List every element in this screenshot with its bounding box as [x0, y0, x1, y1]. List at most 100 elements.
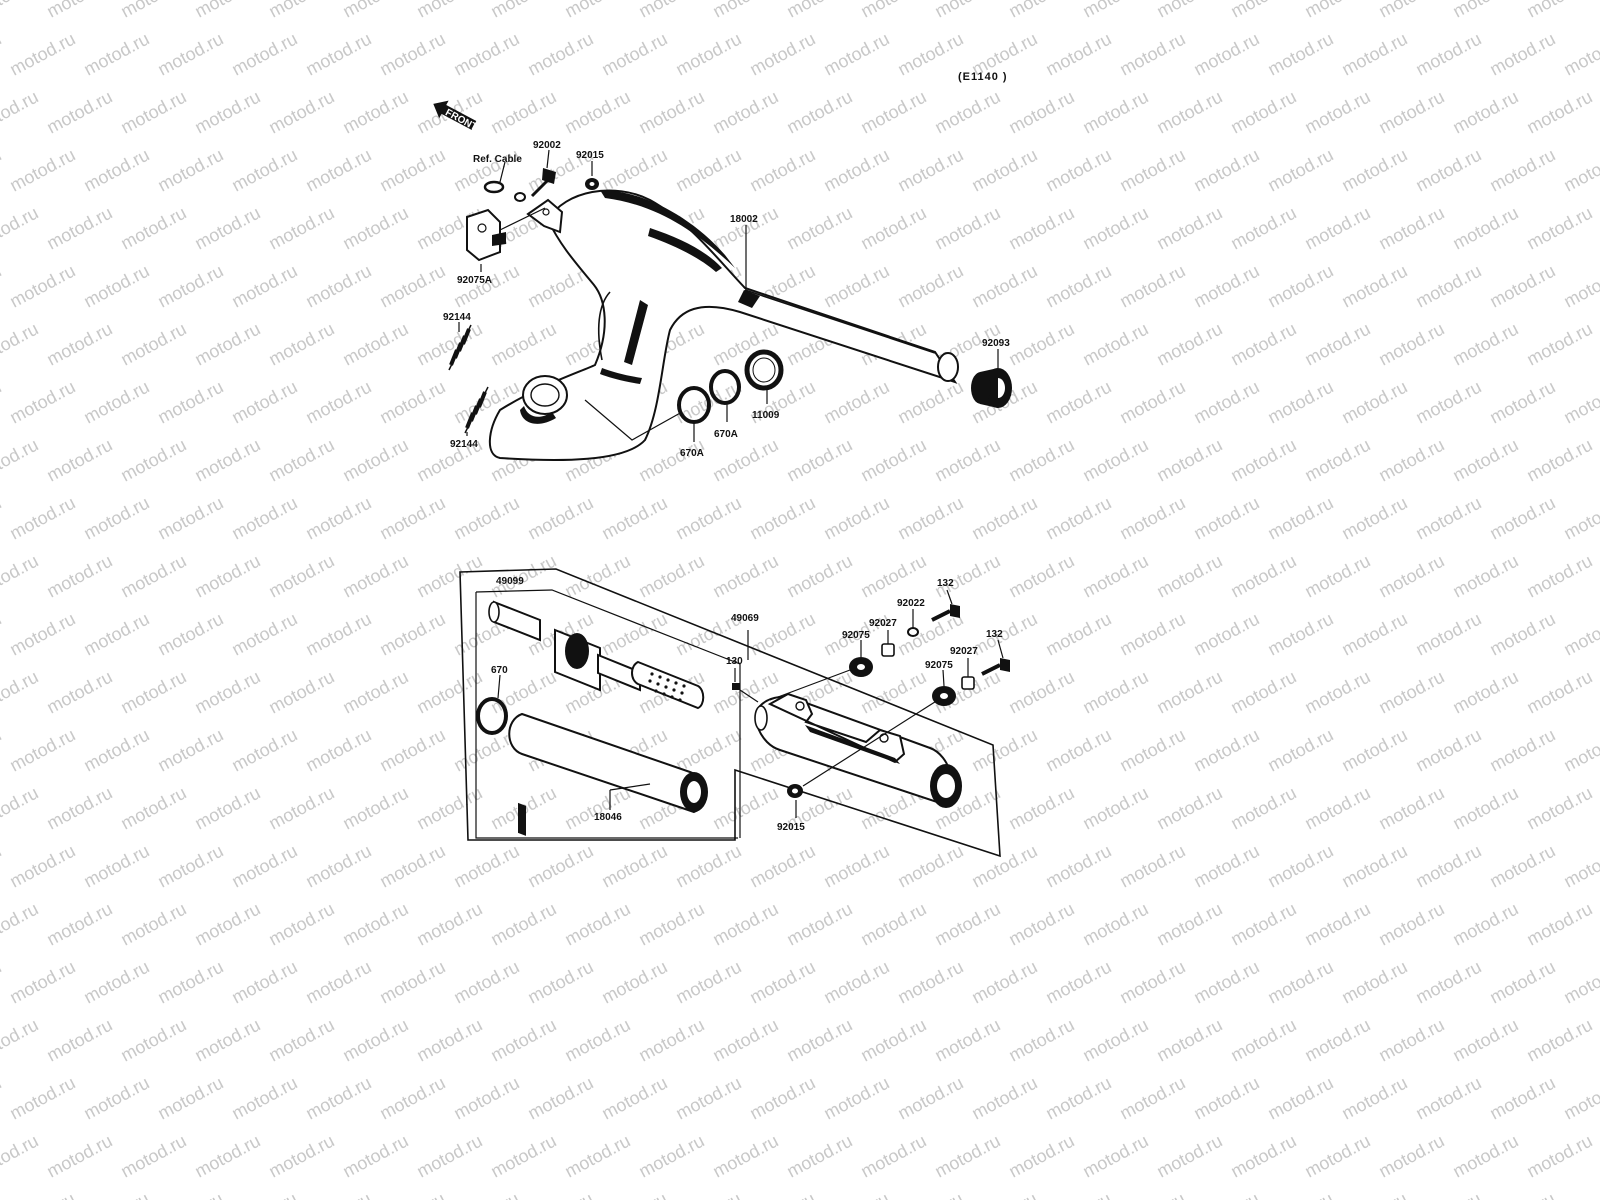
watermark-text: motod.ru: [1338, 377, 1410, 428]
watermark-text: motod.ru: [709, 551, 781, 602]
watermark-text: motod.ru: [450, 841, 522, 892]
watermark-text: motod.ru: [0, 1189, 5, 1200]
watermark-text: motod.ru: [154, 493, 226, 544]
watermark-text: motod.ru: [1264, 725, 1336, 776]
watermark-text: motod.ru: [894, 1073, 966, 1124]
watermark-text: motod.ru: [1042, 493, 1114, 544]
watermark-text: motod.ru: [1301, 87, 1373, 138]
watermark-text: motod.ru: [1560, 493, 1600, 544]
watermark-text: motod.ru: [154, 841, 226, 892]
watermark-text: motod.ru: [0, 319, 42, 370]
watermark-text: motod.ru: [191, 0, 263, 22]
watermark-text: motod.ru: [1486, 493, 1558, 544]
watermark-text: motod.ru: [894, 145, 966, 196]
watermark-text: motod.ru: [1227, 1015, 1299, 1066]
watermark-text: motod.ru: [1338, 145, 1410, 196]
watermark-text: motod.ru: [1449, 0, 1521, 22]
watermark-text: motod.ru: [117, 667, 189, 718]
watermark-text: motod.ru: [783, 435, 855, 486]
watermark-text: motod.ru: [228, 377, 300, 428]
watermark-text: motod.ru: [1301, 551, 1373, 602]
watermark-text: motod.ru: [1190, 1189, 1262, 1200]
watermark-text: motod.ru: [1523, 1131, 1595, 1182]
watermark-text: motod.ru: [43, 319, 115, 370]
watermark-text: motod.ru: [1375, 319, 1447, 370]
watermark-text: motod.ru: [117, 1015, 189, 1066]
watermark-text: motod.ru: [376, 725, 448, 776]
watermark-text: motod.ru: [1375, 551, 1447, 602]
watermark-text: motod.ru: [783, 1015, 855, 1066]
watermark-text: motod.ru: [339, 203, 411, 254]
watermark-text: motod.ru: [154, 1189, 226, 1200]
watermark-text: motod.ru: [1116, 29, 1188, 80]
watermark-text: motod.ru: [413, 0, 485, 22]
watermark-text: motod.ru: [968, 1189, 1040, 1200]
watermark-text: motod.ru: [1116, 841, 1188, 892]
watermark-text: motod.ru: [857, 435, 929, 486]
watermark-text: motod.ru: [1042, 29, 1114, 80]
watermark-text: motod.ru: [0, 29, 5, 80]
watermark-text: motod.ru: [1227, 0, 1299, 22]
watermark-text: motod.ru: [1116, 261, 1188, 312]
watermark-text: motod.ru: [1227, 783, 1299, 834]
watermark-text: motod.ru: [1449, 1131, 1521, 1182]
watermark-text: motod.ru: [450, 1073, 522, 1124]
watermark-text: motod.ru: [191, 435, 263, 486]
watermark-text: motod.ru: [339, 551, 411, 602]
watermark-text: motod.ru: [1486, 261, 1558, 312]
watermark-text: motod.ru: [598, 841, 670, 892]
watermark-text: motod.ru: [43, 899, 115, 950]
watermark-text: motod.ru: [1116, 957, 1188, 1008]
watermark-text: motod.ru: [1190, 377, 1262, 428]
watermark-text: motod.ru: [968, 957, 1040, 1008]
plug-130: [732, 683, 759, 703]
watermark-text: motod.ru: [1412, 261, 1484, 312]
watermark-text: motod.ru: [931, 435, 1003, 486]
watermark-text: motod.ru: [0, 899, 42, 950]
watermark-text: motod.ru: [820, 145, 892, 196]
watermark-text: motod.ru: [302, 145, 374, 196]
watermark-text: motod.ru: [1375, 1131, 1447, 1182]
watermark-text: motod.ru: [968, 609, 1040, 660]
watermark-text: motod.ru: [857, 203, 929, 254]
watermark-text: motod.ru: [487, 1131, 559, 1182]
watermark-text: motod.ru: [1227, 667, 1299, 718]
watermark-text: motod.ru: [1153, 1131, 1225, 1182]
watermark-text: motod.ru: [1449, 319, 1521, 370]
watermark-text: motod.ru: [450, 493, 522, 544]
watermark-text: motod.ru: [1560, 145, 1600, 196]
watermark-text: motod.ru: [1523, 87, 1595, 138]
silencer-body-49069: [754, 692, 962, 808]
watermark-text: motod.ru: [1079, 319, 1151, 370]
watermark-text: motod.ru: [1079, 899, 1151, 950]
watermark-text: motod.ru: [0, 841, 5, 892]
watermark-text: motod.ru: [1005, 203, 1077, 254]
watermark-text: motod.ru: [1449, 783, 1521, 834]
watermark-text: motod.ru: [265, 435, 337, 486]
watermark-text: motod.ru: [265, 1015, 337, 1066]
watermark-text: motod.ru: [1523, 319, 1595, 370]
watermark-text: motod.ru: [1005, 1131, 1077, 1182]
watermark-text: motod.ru: [265, 0, 337, 22]
watermark-text: motod.ru: [783, 899, 855, 950]
watermark-text: motod.ru: [1412, 1073, 1484, 1124]
part-label-49099: 49099: [496, 576, 524, 587]
watermark-text: motod.ru: [80, 1073, 152, 1124]
watermark-text: motod.ru: [1005, 899, 1077, 950]
watermark-text: motod.ru: [450, 957, 522, 1008]
watermark-text: motod.ru: [43, 0, 115, 22]
watermark-text: motod.ru: [1264, 1073, 1336, 1124]
watermark-text: motod.ru: [931, 551, 1003, 602]
part-label-670A-b: 670A: [680, 448, 704, 459]
watermark-text: motod.ru: [1079, 0, 1151, 22]
watermark-text: motod.ru: [376, 957, 448, 1008]
watermark-text: motod.ru: [1560, 1073, 1600, 1124]
watermark-text: motod.ru: [154, 1073, 226, 1124]
watermark-text: motod.ru: [1486, 1073, 1558, 1124]
watermark-text: motod.ru: [1190, 609, 1262, 660]
part-label-132-b: 132: [986, 629, 1003, 640]
watermark-text: motod.ru: [0, 667, 42, 718]
watermark-text: motod.ru: [228, 493, 300, 544]
part-label-92093: 92093: [982, 338, 1010, 349]
watermark-text: motod.ru: [0, 725, 5, 776]
